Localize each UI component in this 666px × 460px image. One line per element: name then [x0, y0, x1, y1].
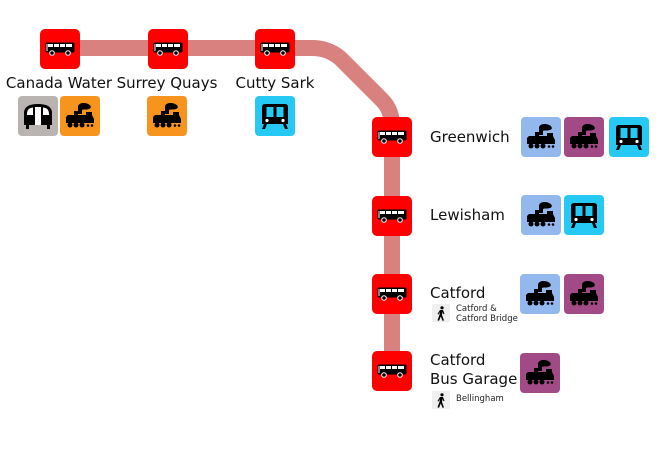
steam-train-icon	[151, 101, 183, 131]
stop-name-canada-water: Canada Water	[5, 74, 113, 92]
interchange-national-rail[interactable]	[521, 195, 561, 235]
walk-destination: Catford & Catford Bridge	[456, 304, 518, 324]
interchange-national-rail[interactable]	[521, 117, 561, 157]
walking-interchange-catford[interactable]: Catford & Catford Bridge	[432, 304, 518, 324]
walking-interchange-bellingham[interactable]: Bellingham	[432, 391, 504, 409]
bus-icon	[377, 287, 407, 301]
bus-stop-surrey-quays[interactable]	[148, 29, 188, 69]
stop-name-catford-bus-garage: Catford Bus Garage	[430, 351, 517, 389]
interchange-thameslink[interactable]	[564, 117, 604, 157]
steam-train-icon	[525, 200, 557, 230]
walk-destination-line1: Catford &	[456, 304, 497, 314]
bus-icon	[377, 209, 407, 223]
interchange-thameslink[interactable]	[520, 353, 560, 393]
steam-train-icon	[568, 122, 600, 152]
bus-stop-canada-water[interactable]	[40, 29, 80, 69]
dlr-train-icon	[568, 200, 600, 230]
steam-train-icon	[568, 279, 600, 309]
steam-train-icon	[525, 122, 557, 152]
interchange-overground[interactable]	[60, 96, 100, 136]
stop-name-line1: Catford	[430, 351, 486, 369]
walk-destination-line2: Catford Bridge	[456, 314, 518, 324]
stop-name-lewisham: Lewisham	[430, 206, 505, 224]
steam-train-icon	[64, 101, 96, 131]
walking-person-icon	[435, 393, 447, 408]
bus-stop-catford[interactable]	[372, 274, 412, 314]
bus-stop-lewisham[interactable]	[372, 196, 412, 236]
interchange-thameslink[interactable]	[564, 274, 604, 314]
bus-stop-greenwich[interactable]	[372, 117, 412, 157]
dlr-train-icon	[259, 101, 291, 131]
walking-person-icon	[435, 306, 447, 321]
stop-name-cutty-sark: Cutty Sark	[235, 74, 315, 92]
steam-train-icon	[524, 279, 556, 309]
stop-name-greenwich: Greenwich	[430, 128, 510, 146]
bus-icon	[260, 42, 290, 56]
interchange-overground[interactable]	[147, 96, 187, 136]
stop-name-surrey-quays: Surrey Quays	[116, 74, 218, 92]
bus-stop-catford-bus-garage[interactable]	[372, 351, 412, 391]
steam-train-icon	[524, 358, 556, 388]
underground-train-icon	[22, 101, 54, 131]
interchange-dlr[interactable]	[564, 195, 604, 235]
walk-destination: Bellingham	[456, 394, 504, 404]
stop-name-catford: Catford	[430, 284, 486, 302]
interchange-dlr[interactable]	[609, 117, 649, 157]
interchange-underground[interactable]	[18, 96, 58, 136]
bus-icon	[45, 42, 75, 56]
bus-stop-cutty-sark[interactable]	[255, 29, 295, 69]
bus-icon	[377, 130, 407, 144]
bus-icon	[153, 42, 183, 56]
interchange-national-rail[interactable]	[520, 274, 560, 314]
stop-name-line2: Bus Garage	[430, 370, 518, 388]
bus-icon	[377, 364, 407, 378]
interchange-dlr[interactable]	[255, 96, 295, 136]
route-line	[59, 40, 400, 370]
dlr-train-icon	[613, 122, 645, 152]
